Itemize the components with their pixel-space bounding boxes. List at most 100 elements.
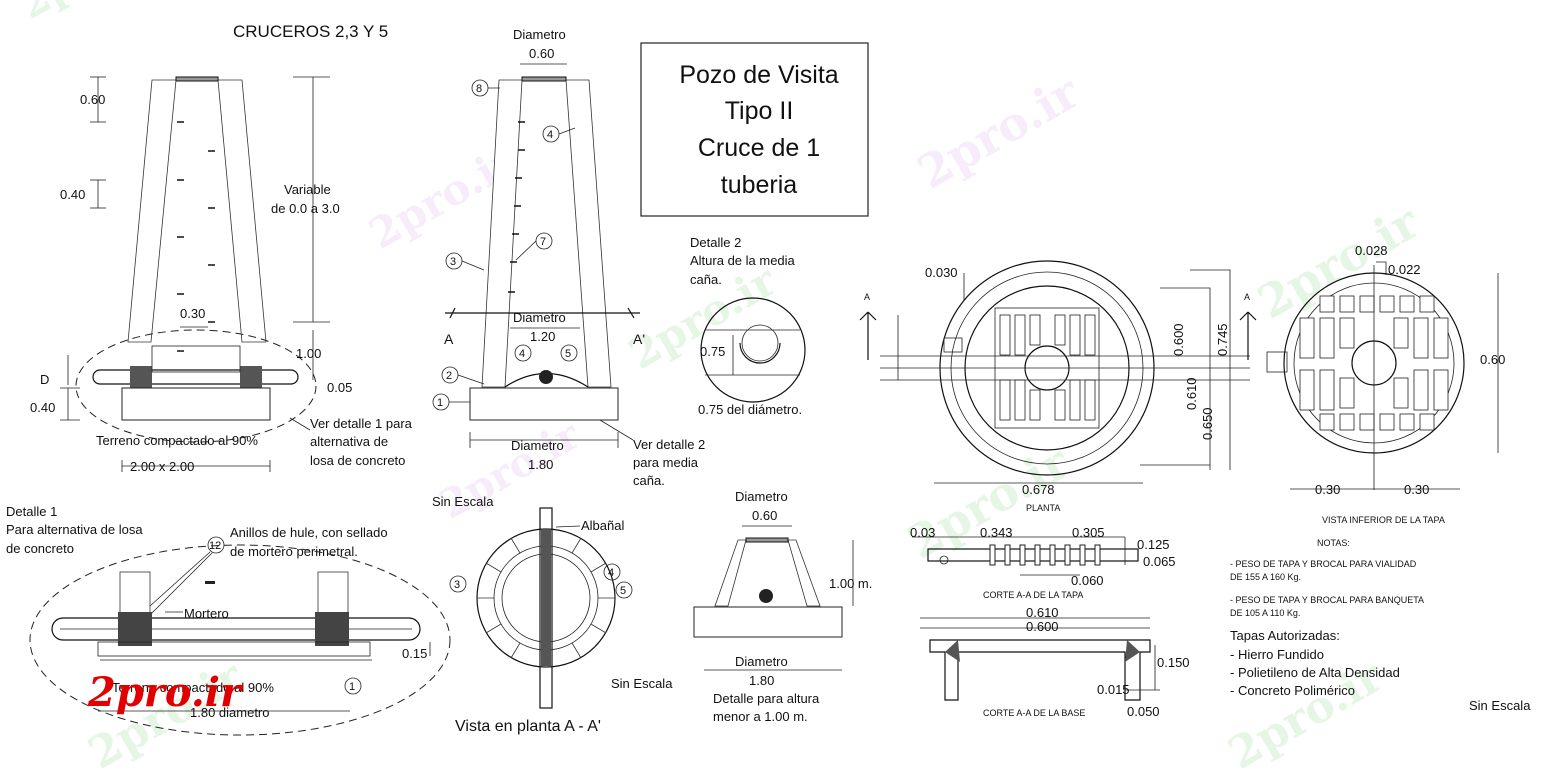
scale-note: Sin Escala <box>432 494 494 509</box>
svg-text:Sin Escala: Sin Escala <box>611 676 673 691</box>
stone-base <box>469 387 619 421</box>
note-text: Ver detalle 2 <box>633 437 705 452</box>
svg-text:1.80: 1.80 <box>749 673 774 688</box>
rib-pattern <box>1299 295 1449 431</box>
svg-text:0.150: 0.150 <box>1157 655 1190 670</box>
svg-text:Para alternativa de losa: Para alternativa de losa <box>6 522 143 537</box>
pipe-section <box>539 370 553 384</box>
svg-text:Detalle para altura: Detalle para altura <box>713 691 820 706</box>
cover <box>175 76 219 82</box>
svg-text:0.610: 0.610 <box>1026 605 1059 620</box>
note-text: para media <box>633 455 699 470</box>
svg-text:Diametro: Diametro <box>735 654 788 669</box>
right-brick-wall <box>217 79 267 343</box>
svg-text:caña.: caña. <box>690 272 722 287</box>
dim-label: Diametro <box>513 27 566 42</box>
svg-text:Albañal: Albañal <box>581 518 624 533</box>
dim-label: 2.00 x 2.00 <box>130 459 194 474</box>
dim-label: de 0.0 a 3.0 <box>271 201 340 216</box>
svg-text:0.745: 0.745 <box>1215 323 1230 356</box>
watermark-text: 2pro.ir <box>432 411 589 529</box>
note-text: alternativa de <box>310 434 388 449</box>
svg-text:A: A <box>864 292 870 302</box>
pipe-ring <box>130 366 152 388</box>
svg-text:Vista en planta A - A': Vista en planta A - A' <box>455 718 601 735</box>
dim-label: 1.80 <box>528 457 553 472</box>
section-mark: A' <box>633 331 645 347</box>
svg-text:0.305: 0.305 <box>1072 525 1105 540</box>
grate-bars <box>999 314 1096 421</box>
pipe <box>92 369 299 385</box>
svg-text:CORTE A-A DE LA BASE: CORTE A-A DE LA BASE <box>983 708 1085 718</box>
detalle-1: Detalle 1 Para alternativa de losa de co… <box>6 504 451 736</box>
detalle-altura: Diametro 0.60 1.00 m. Diametro 1.80 Deta… <box>693 489 872 724</box>
svg-text:0.60: 0.60 <box>1480 352 1505 367</box>
watermark-text: 2pro.ir <box>12 0 169 29</box>
svg-text:4: 4 <box>519 348 525 360</box>
svg-text:de mortero perimetral.: de mortero perimetral. <box>230 544 358 559</box>
note-text: Ver detalle 1 para <box>310 416 413 431</box>
site-logo: 2pro.ir <box>87 669 244 716</box>
svg-text:1.80 diametro: 1.80 diametro <box>190 705 270 720</box>
svg-text:Diametro: Diametro <box>735 489 788 504</box>
svg-text:0.028: 0.028 <box>1355 243 1388 258</box>
right-brick-wall <box>565 79 612 388</box>
svg-text:0.050: 0.050 <box>1127 704 1160 719</box>
svg-text:- Polietileno de Alta Densidad: - Polietileno de Alta Densidad <box>1230 665 1400 680</box>
svg-text:1.00 m.: 1.00 m. <box>829 576 872 591</box>
dim-label: 0.60 <box>80 92 105 107</box>
svg-text:0.75: 0.75 <box>700 344 725 359</box>
svg-text:A: A <box>1244 292 1250 302</box>
svg-text:- PESO DE TAPA Y BROCAL PARA: - PESO DE TAPA Y BROCAL PARA VIALIDAD <box>1230 559 1417 569</box>
notes-block: NOTAS: - PESO DE TAPA Y BROCAL PARA VIAL… <box>1230 538 1531 713</box>
svg-text:0.30: 0.30 <box>1315 482 1340 497</box>
pipe <box>51 617 421 641</box>
svg-text:0.015: 0.015 <box>1097 682 1130 697</box>
dim-label: 0.60 <box>529 46 554 61</box>
svg-text:Detalle 2: Detalle 2 <box>690 235 741 250</box>
svg-text:0.600: 0.600 <box>1171 323 1186 356</box>
svg-text:1: 1 <box>437 397 443 409</box>
svg-text:5: 5 <box>620 585 626 597</box>
svg-text:3: 3 <box>450 256 456 268</box>
svg-text:7: 7 <box>540 236 546 248</box>
detail-ellipse <box>75 329 317 443</box>
svg-text:0.15: 0.15 <box>402 646 427 661</box>
svg-text:0.75 del diámetro.: 0.75 del diámetro. <box>698 402 802 417</box>
svg-text:DE 155 A 160 Kg.: DE 155 A 160 Kg. <box>1230 572 1301 582</box>
svg-text:CORTE A-A DE LA TAPA: CORTE A-A DE LA TAPA <box>983 590 1083 600</box>
svg-text:Anillos de hule, con sellado: Anillos de hule, con sellado <box>230 525 388 540</box>
cruceros-title: CRUCEROS 2,3 Y 5 <box>233 22 388 41</box>
svg-text:0.343: 0.343 <box>980 525 1013 540</box>
svg-text:0.610: 0.610 <box>1184 377 1199 410</box>
dimension-lines <box>60 76 330 472</box>
svg-text:menor a 1.00 m.: menor a 1.00 m. <box>713 709 808 724</box>
title-line: Tipo II <box>725 97 794 125</box>
svg-text:0.600: 0.600 <box>1026 619 1059 634</box>
svg-text:- Hierro Fundido: - Hierro Fundido <box>1230 647 1324 662</box>
dim-label: Diametro <box>513 310 566 325</box>
svg-text:DE 105 A 110 Kg.: DE 105 A 110 Kg. <box>1230 608 1300 618</box>
svg-text:Mortero: Mortero <box>184 606 229 621</box>
planta-view: Albañal 3 4 5 Vista en planta A - A' Sin… <box>449 507 673 735</box>
section-mark: A <box>444 331 454 347</box>
corte-base: 0.610 0.600 0.150 0.015 0.050 CORTE A-A … <box>920 605 1190 719</box>
dim-label: Diametro <box>511 438 564 453</box>
dim-label: 0.40 <box>60 187 85 202</box>
corte-tapa: 0.03 0.343 0.305 0.125 0.065 0.060 CORTE… <box>910 525 1176 600</box>
svg-text:3: 3 <box>454 579 460 591</box>
svg-text:0.065: 0.065 <box>1143 554 1176 569</box>
detalle-2: Detalle 2 Altura de la media caña. 0.75 … <box>690 235 806 417</box>
svg-text:PLANTA: PLANTA <box>1026 503 1060 513</box>
dim-label: 1.20 <box>530 329 555 344</box>
left-brick-wall <box>127 79 177 343</box>
svg-text:- Concreto Polimérico: - Concreto Polimérico <box>1230 683 1355 698</box>
title-line: Cruce de 1 <box>698 134 820 162</box>
rubber-ring <box>118 612 152 646</box>
svg-text:0.678: 0.678 <box>1022 482 1055 497</box>
stone-base <box>121 387 271 421</box>
cruceros-section: CRUCEROS 2,3 Y 5 <box>30 22 413 474</box>
note-text: Terreno compactado al 90% <box>96 433 258 448</box>
svg-text:Altura de la media: Altura de la media <box>690 253 796 268</box>
title-block: Pozo de Visita Tipo II Cruce de 1 tuberi… <box>640 42 869 217</box>
